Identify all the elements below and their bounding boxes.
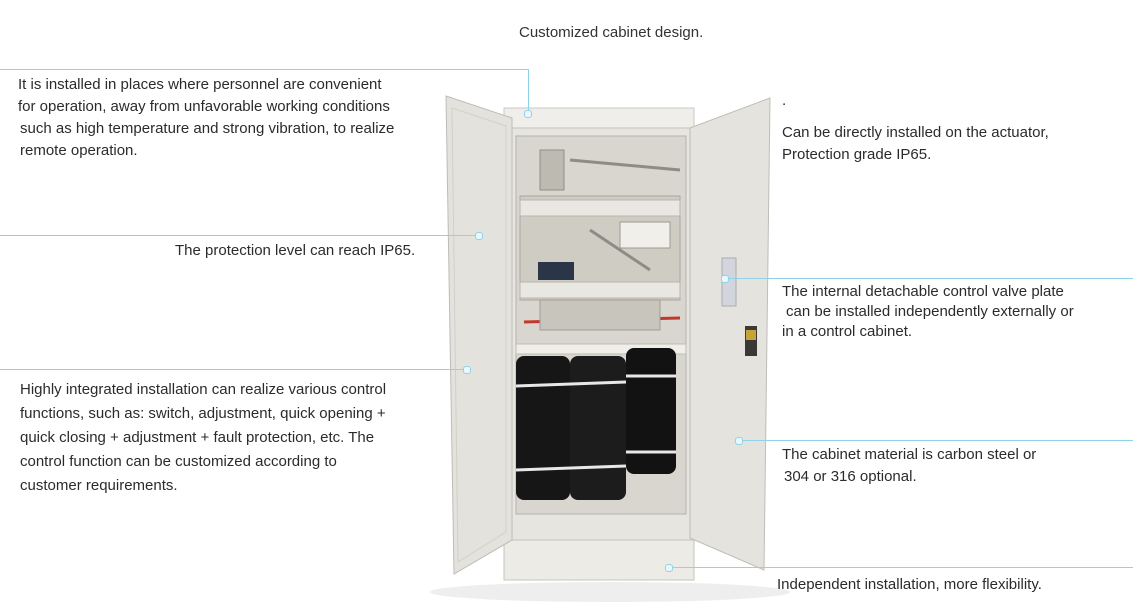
annotation-line: Highly integrated installation can reali… bbox=[20, 381, 387, 398]
annotation-location: It is installed in places where personne… bbox=[18, 74, 394, 162]
annotation-line: It is installed in places where personne… bbox=[18, 76, 382, 93]
leader-line-integration bbox=[0, 369, 468, 370]
annotation-valve-plate: The internal detachable control valve pl… bbox=[782, 282, 1074, 342]
annotation-line: Can be directly installed on the actuato… bbox=[782, 124, 1049, 141]
stray-mark: . bbox=[782, 92, 787, 109]
annotation-line: can be installed independently externall… bbox=[786, 303, 1074, 320]
annotation-line: functions, such as: switch, adjustment, … bbox=[20, 405, 386, 422]
leader-dot-location bbox=[524, 110, 532, 118]
annotation-line: customer requirements. bbox=[20, 477, 178, 494]
annotation-line: in a control cabinet. bbox=[782, 323, 913, 340]
annotation-line: control function can be customized accor… bbox=[20, 453, 337, 470]
leader-line-protection bbox=[0, 235, 478, 236]
leader-dot-protection bbox=[475, 232, 483, 240]
leader-line-location-drop bbox=[528, 69, 529, 113]
annotation-independent: Independent installation, more flexibili… bbox=[777, 576, 1042, 593]
leader-line-location bbox=[0, 69, 528, 70]
annotation-line: for operation, away from unfavorable wor… bbox=[18, 98, 390, 115]
leader-dot-material bbox=[735, 437, 743, 445]
annotation-integration: Highly integrated installation can reali… bbox=[20, 378, 386, 498]
annotation-actuator: Can be directly installed on the actuato… bbox=[782, 122, 1049, 166]
leader-dot-integration bbox=[463, 366, 471, 374]
leader-line-independent bbox=[668, 567, 1133, 568]
annotation-line: quick closing + adjustment + fault prote… bbox=[20, 429, 375, 446]
annotation-line: The cabinet material is carbon steel or bbox=[782, 446, 1037, 463]
page-title: Customized cabinet design. bbox=[519, 24, 704, 41]
annotation-protection-level: The protection level can reach IP65. bbox=[175, 242, 416, 259]
leader-dot-independent bbox=[665, 564, 673, 572]
annotation-line: Protection grade IP65. bbox=[782, 146, 932, 163]
leader-line-material bbox=[738, 440, 1133, 441]
annotation-line: 304 or 316 optional. bbox=[784, 468, 917, 485]
annotation-line: such as high temperature and strong vibr… bbox=[20, 120, 395, 137]
leader-line-valve-plate bbox=[724, 278, 1133, 279]
leader-dot-valve-plate bbox=[721, 275, 729, 283]
annotation-line: remote operation. bbox=[20, 142, 138, 159]
annotation-material: The cabinet material is carbon steel or … bbox=[782, 444, 1036, 488]
annotation-line: The internal detachable control valve pl… bbox=[782, 283, 1064, 300]
